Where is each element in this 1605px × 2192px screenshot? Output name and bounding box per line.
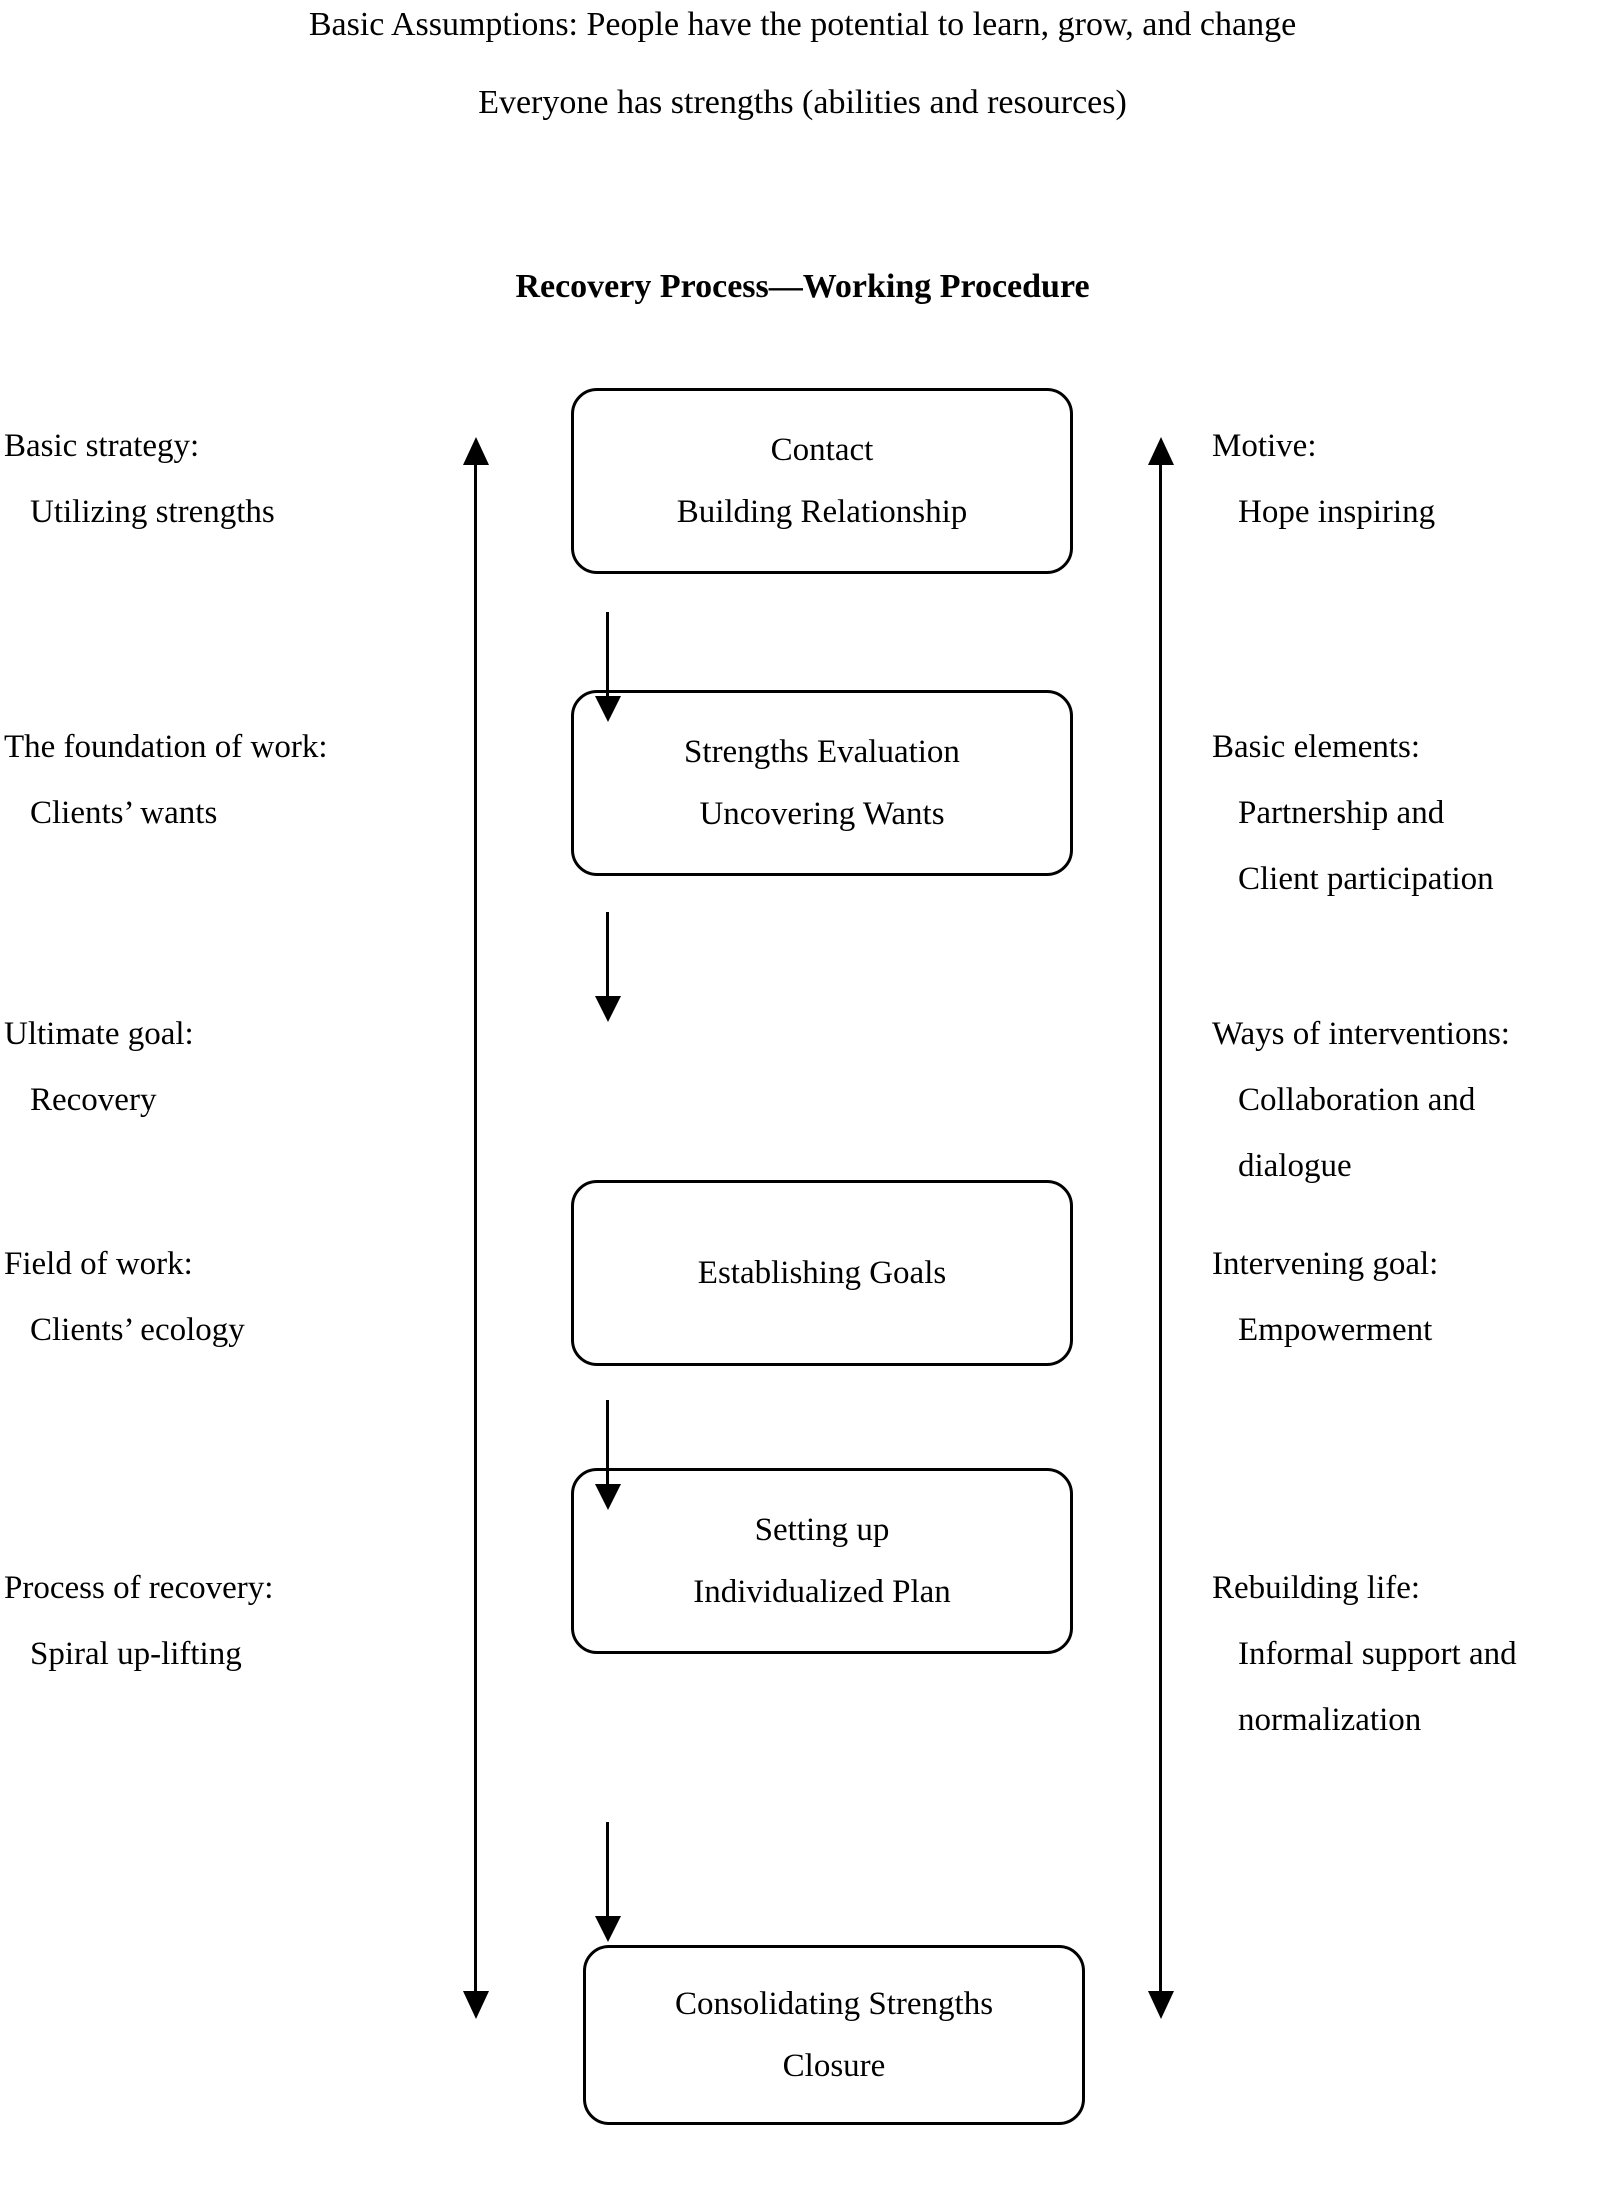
arrow-shaft (606, 612, 609, 698)
right-annotation-motive: Motive: Hope inspiring (1212, 430, 1435, 529)
process-box-contact[interactable]: Contact Building Relationship (571, 388, 1073, 574)
annotation-detail: Empowerment (1238, 1312, 1433, 1348)
right-annotation-rebuilding-life: Rebuilding life: Informal support and no… (1212, 1572, 1517, 1737)
connector-arrow-contact-to-strengths (595, 612, 621, 722)
annotation-detail: normalization (1238, 1702, 1422, 1738)
process-box-line: Building Relationship (676, 493, 968, 530)
arrow-shaft (474, 461, 477, 1995)
process-box-strengths-evaluation[interactable]: Strengths Evaluation Uncovering Wants (571, 690, 1073, 876)
annotation-title: Field of work: (4, 1246, 193, 1282)
annotation-detail: Spiral up-lifting (30, 1636, 242, 1672)
right-annotation-basic-elements: Basic elements: Partnership and Client p… (1212, 731, 1494, 896)
process-box-line: Closure (782, 2047, 886, 2084)
annotation-detail: Partnership and (1238, 795, 1445, 831)
arrow-shaft (606, 1400, 609, 1486)
arrow-down-head-icon (595, 1916, 621, 1942)
process-box-line: Contact (770, 431, 874, 468)
annotation-title: Rebuilding life: (1212, 1570, 1421, 1606)
connector-arrow-strengths-to-goals (595, 912, 621, 1022)
annotation-title: Ways of interventions: (1212, 1016, 1510, 1052)
annotation-detail: Hope inspiring (1238, 494, 1436, 530)
basic-assumptions-line-1: Basic Assumptions: People have the poten… (308, 6, 1297, 43)
annotation-detail: Client participation (1238, 861, 1494, 897)
process-box-line: Consolidating Strengths (674, 1985, 994, 2022)
annotation-title: Intervening goal: (1212, 1246, 1439, 1282)
process-box-line: Individualized Plan (693, 1573, 951, 1610)
process-box-consolidating-strengths[interactable]: Consolidating Strengths Closure (583, 1945, 1085, 2125)
left-annotation-ultimate-goal: Ultimate goal: Recovery (4, 1018, 194, 1117)
left-annotation-foundation-of-work: The foundation of work: Clients’ wants (4, 731, 328, 830)
right-side-arrow (1148, 437, 1174, 2019)
process-box-individualized-plan[interactable]: Setting up Individualized Plan (571, 1468, 1073, 1654)
left-annotation-field-of-work: Field of work: Clients’ ecology (4, 1248, 245, 1347)
basic-assumptions-line-2: Everyone has strengths (abilities and re… (478, 84, 1127, 121)
right-annotation-ways-of-interventions: Ways of interventions: Collaboration and… (1212, 1018, 1510, 1183)
annotation-title: Basic strategy: (4, 428, 200, 464)
annotation-title: The foundation of work: (4, 729, 328, 765)
arrow-up-head-icon (463, 437, 489, 465)
page-title: Recovery Process—Working Procedure (515, 268, 1090, 305)
annotation-detail: Clients’ wants (30, 795, 218, 831)
process-box-establishing-goals[interactable]: Establishing Goals (571, 1180, 1073, 1366)
connector-arrow-goals-to-plan (595, 1400, 621, 1510)
process-box-line: Strengths Evaluation (684, 733, 960, 770)
process-box-line: Uncovering Wants (699, 795, 945, 832)
arrow-down-head-icon (595, 996, 621, 1022)
left-side-arrow (463, 437, 489, 2019)
annotation-detail: dialogue (1238, 1148, 1352, 1184)
left-annotation-basic-strategy: Basic strategy: Utilizing strengths (4, 430, 275, 529)
annotation-detail: Clients’ ecology (30, 1312, 245, 1348)
arrow-down-head-icon (595, 696, 621, 722)
arrow-down-head-icon (595, 1484, 621, 1510)
arrow-up-head-icon (1148, 437, 1174, 465)
left-annotation-process-of-recovery: Process of recovery: Spiral up-lifting (4, 1572, 273, 1671)
annotation-title: Ultimate goal: (4, 1016, 194, 1052)
arrow-down-head-icon (1148, 1991, 1174, 2019)
connector-arrow-plan-to-consolidating (595, 1822, 621, 1944)
arrow-shaft (606, 912, 609, 998)
annotation-title: Basic elements: (1212, 729, 1421, 765)
annotation-title: Process of recovery: (4, 1570, 274, 1606)
right-annotation-intervening-goal: Intervening goal: Empowerment (1212, 1248, 1438, 1347)
annotation-detail: Recovery (30, 1082, 157, 1118)
annotation-title: Motive: (1212, 428, 1317, 464)
process-box-line: Establishing Goals (697, 1254, 947, 1291)
arrow-shaft (1159, 461, 1162, 1995)
annotation-detail: Collaboration and (1238, 1082, 1476, 1118)
arrow-down-head-icon (463, 1991, 489, 2019)
annotation-detail: Utilizing strengths (30, 494, 275, 530)
process-box-line: Setting up (754, 1511, 890, 1548)
annotation-detail: Informal support and (1238, 1636, 1517, 1672)
arrow-shaft (606, 1822, 609, 1918)
